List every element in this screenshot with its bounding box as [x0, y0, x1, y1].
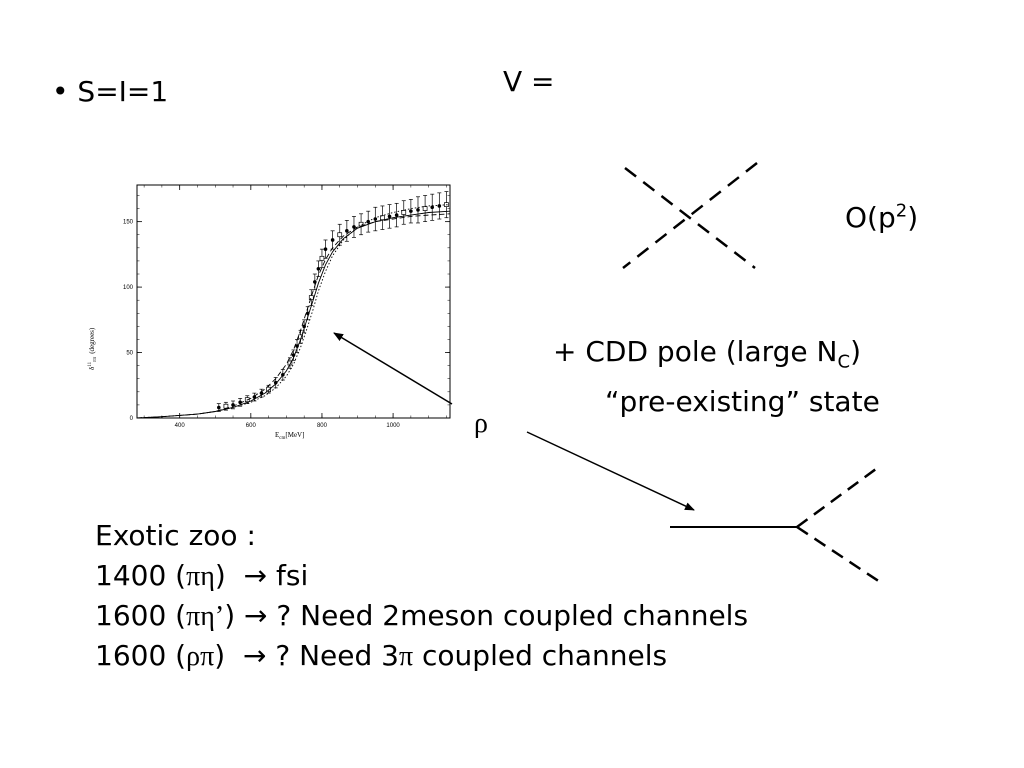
contact-vertex-diagram	[622, 162, 758, 269]
order-close: )	[907, 201, 919, 234]
exchange-leg-down	[796, 525, 881, 584]
exchange-leg-up	[796, 464, 881, 529]
y-axis-unit: (degrees)	[88, 327, 96, 354]
y-axis-label: δ11ππ (degrees)	[88, 327, 98, 370]
exotic-zoo-block: Exotic zoo : 1400 (πη) → fsi 1600 (πη’) …	[95, 520, 748, 680]
exotic-zoo-title: Exotic zoo :	[95, 519, 256, 552]
zoo-line-1-sym: πη	[186, 561, 215, 592]
data-point	[345, 229, 349, 233]
cdd-main: + CDD pole (large N	[553, 335, 838, 368]
order-main: O(p	[845, 201, 896, 234]
curve-solid	[136, 210, 451, 419]
arrow-to-diagram	[526, 431, 695, 511]
data-point	[430, 205, 435, 210]
potential-equation: V =	[503, 65, 555, 98]
zoo-line-2-num: 1600 (	[95, 599, 187, 632]
x-tick-label: 400	[175, 423, 186, 429]
zoo-line-2-close: )	[224, 599, 236, 632]
y-tick-label: 100	[123, 285, 134, 291]
data-point	[217, 405, 221, 410]
zoo-line-3-rest2: coupled channels	[413, 639, 668, 672]
plot-axes: 400 600 800 1000 0 50 100 150	[123, 184, 451, 429]
cdd-pole-text: + CDD pole (large NC)	[553, 335, 861, 372]
right-arrow-icon: →	[243, 559, 268, 592]
data-point	[252, 395, 257, 399]
data-point	[387, 214, 392, 219]
zoo-line-3-rest: ? Need 3	[275, 639, 399, 672]
data-point-open	[337, 232, 343, 238]
rho-label: ρ	[474, 408, 488, 439]
y-tick-label: 0	[130, 416, 134, 422]
zoo-line-3-sym2: π	[398, 641, 414, 672]
curve-dotted	[136, 204, 451, 419]
zoo-line-2-rest: ? Need 2meson coupled channels	[276, 599, 749, 632]
x-axis-unit: [MeV]	[285, 431, 304, 439]
y-tick-label: 150	[123, 220, 134, 226]
zoo-line-3: 1600 (ρπ) → ? Need 3π coupled channels	[95, 640, 748, 680]
right-arrow-icon: →	[242, 639, 267, 672]
order-label: O(p2)	[845, 202, 918, 234]
data-point	[323, 247, 328, 251]
zoo-line-1-num: 1400 (	[95, 559, 187, 592]
zoo-line-2-sym: πη’	[186, 601, 225, 632]
data-point	[409, 209, 413, 213]
data-point	[313, 280, 317, 284]
zoo-line-1-close: )	[214, 559, 226, 592]
data-point-open	[308, 295, 314, 300]
resonance-exchange-diagram	[670, 464, 881, 584]
x-axis-symbol: E	[275, 431, 279, 439]
bullet-item: • S=I=1	[52, 76, 168, 108]
x-axis-label: Ecm[MeV]	[275, 431, 304, 441]
arrow-to-plot	[333, 332, 453, 405]
data-point-open	[319, 255, 325, 261]
bullet-dot: •	[52, 75, 69, 108]
right-arrow-icon: →	[244, 599, 268, 632]
data-point	[316, 266, 321, 271]
x-tick-label: 800	[317, 423, 328, 429]
data-point	[352, 225, 356, 229]
plot-frame	[136, 184, 451, 419]
data-point-open	[266, 386, 271, 392]
bullet-text: S=I=1	[77, 75, 169, 108]
data-point	[330, 238, 335, 242]
zoo-line-2: 1600 (πη’) → ? Need 2meson coupled chann…	[95, 600, 748, 640]
zoo-line-1-rest: fsi	[276, 559, 309, 592]
x-tick-label: 1000	[386, 423, 400, 429]
data-point-open	[401, 210, 407, 215]
zoo-line-1: 1400 (πη) → fsi	[95, 560, 748, 600]
x-axis-sub: cm	[279, 436, 285, 441]
phase-shift-plot: 400 600 800 1000 0 50 100 150 δ11ππ (degrees) Ec…	[88, 184, 451, 441]
x-tick-label: 600	[246, 423, 257, 429]
preexisting-state-text: “pre-existing” state	[605, 385, 880, 418]
data-point	[394, 213, 399, 217]
curve-dashed	[136, 213, 451, 419]
data-point	[416, 208, 420, 212]
y-axis-symbol: δ	[88, 366, 96, 370]
order-power: 2	[895, 200, 908, 222]
y-axis-sub: ππ	[93, 356, 98, 362]
zoo-line-3-sym: ρπ	[186, 641, 215, 672]
cdd-sub: C	[837, 351, 851, 373]
zoo-line-3-close: )	[214, 639, 226, 672]
cdd-close: )	[850, 335, 861, 368]
vertex-leg-2	[622, 162, 758, 269]
y-tick-label: 50	[126, 351, 133, 357]
zoo-line-3-num: 1600 (	[95, 639, 187, 672]
data-point-open	[422, 206, 428, 211]
y-axis-sup: 11	[88, 361, 93, 366]
plot-marks	[136, 191, 451, 419]
vertex-leg-1	[624, 167, 756, 269]
data-point	[437, 204, 442, 208]
